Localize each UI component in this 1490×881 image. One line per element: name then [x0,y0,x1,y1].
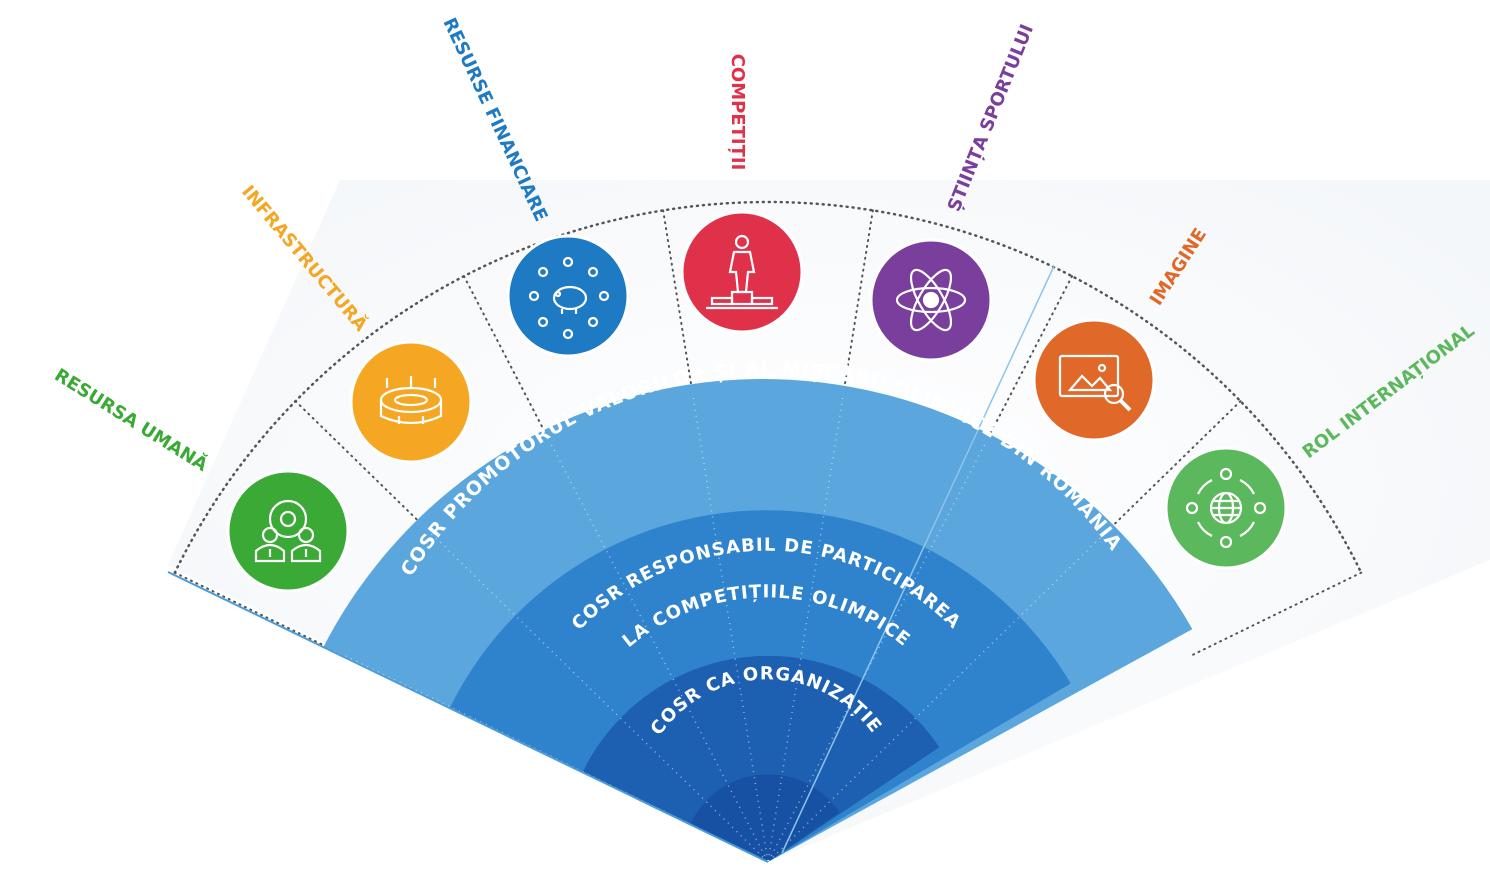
radial-separator [294,400,433,535]
image-search-icon [1058,354,1132,412]
radial-separator [841,209,874,399]
sector-circle [680,210,804,334]
radial-separator [983,275,1074,446]
inner-radial-separator [692,397,769,863]
stadium-icon [379,376,443,425]
atom-icon [895,268,967,332]
accent-line [781,265,1055,854]
inner-radial-separator [767,397,844,863]
sector-circle [1032,318,1156,442]
radial-separator [1103,400,1242,535]
sector-label: RESURSA UMANĂ [51,364,212,476]
globe-network-icon [1185,467,1267,549]
radial-separator [173,571,347,657]
radial-separator [1189,571,1363,657]
radial-separator [462,275,553,446]
radial-separator [662,209,695,399]
sector-competitii: COMPETIȚII [680,54,804,334]
podium-athlete-icon [706,234,778,310]
sector-circle [506,234,630,358]
ring-core [690,774,840,862]
inner-radial-separator [550,444,769,863]
teamwork-gear-icon [254,499,322,563]
piggy-bank-network-icon [528,256,610,340]
inner-radial-separator [767,655,1191,863]
inner-radial-separator [431,533,769,863]
dotted-separators [173,200,1363,657]
left-edge-line [167,571,769,863]
outer-dotted-arc [173,200,1363,574]
sector-circle [349,340,473,464]
inner-radial-separator [767,533,1105,863]
sector-circle [226,469,350,593]
sector-label: COMPETIȚII [727,54,748,171]
inner-radial-separator [767,444,986,863]
